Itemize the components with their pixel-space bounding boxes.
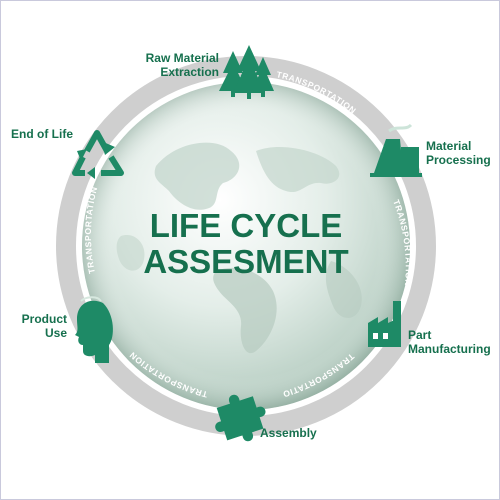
recycle-arrowheads [77, 141, 115, 179]
stage-label-line: Processing [426, 153, 491, 167]
stage-end-of-life: End of Life [11, 127, 83, 141]
globe [82, 82, 410, 410]
stage-label-line: Part [408, 328, 432, 342]
diagram-title-line2: ASSESMENT [143, 243, 348, 280]
stage-label-line: End of Life [11, 127, 73, 141]
stage-label-line: Manufacturing [408, 342, 491, 356]
stage-label-line: Use [44, 326, 67, 340]
stage-label-line: Material [426, 139, 472, 153]
stage-assembly: Assembly [260, 426, 330, 440]
stage-label-line: Raw Material [145, 51, 219, 65]
stage-part-manufacturing: Part Manufacturing [408, 328, 498, 356]
stage-label-line: Extraction [160, 65, 219, 79]
puzzle-piece-icon [215, 394, 266, 442]
stage-label-line: Product [21, 312, 67, 326]
head-profile-icon [75, 296, 113, 363]
stage-label-line: Assembly [260, 426, 317, 440]
trees-icon [219, 45, 274, 99]
factory-cooling-tower-icon [370, 123, 422, 177]
stage-raw-material-extraction: Raw Material Extraction [133, 51, 219, 79]
stage-product-use: Product Use [5, 312, 67, 340]
factory-icon [368, 301, 401, 347]
stage-material-processing: Material Processing [426, 139, 498, 167]
diagram-title-line1: LIFE CYCLE [150, 207, 343, 244]
